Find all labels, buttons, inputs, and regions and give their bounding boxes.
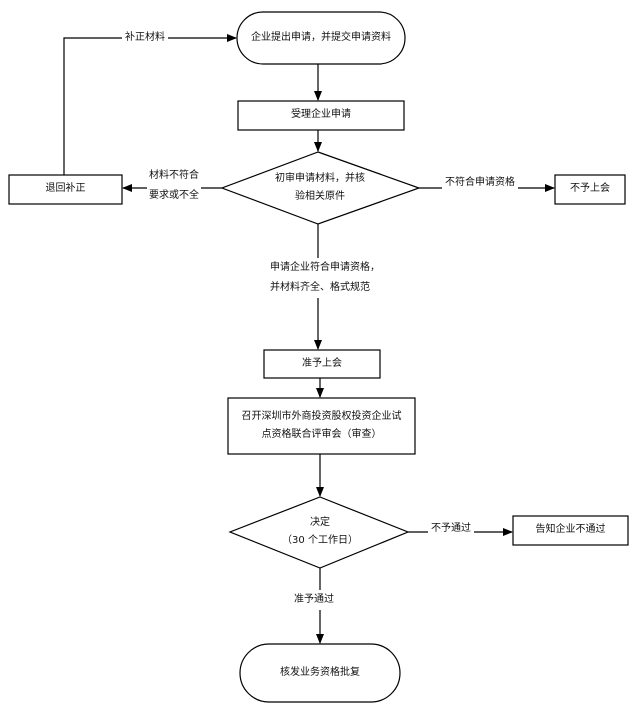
accept-node: 受理企业申请 [291,109,351,120]
arrow-return-to-start [63,34,237,175]
approve-meeting-box-shape [263,349,381,379]
meeting-box-shape [227,397,416,455]
notify-fail-box-shape [512,515,629,546]
edge-label-incomplete: 材料不符合 要求或不全 [147,166,201,206]
edge-label-not-qualified: 不符合申请资格 [442,173,518,193]
end-terminal-shape [239,643,401,703]
reject1-node: 不予上会 [570,183,610,194]
start-node: 企业提出申请，并提交申请资料 [251,32,391,43]
edge-label-supplement: 补正材料 [122,28,168,48]
return-node: 退回补正 [45,183,86,194]
start-terminal-shape [236,11,406,65]
approve-meeting-node: 准予上会 [302,358,342,369]
meeting-node: 召开深圳市外商投资股权投资企业试 点资格联合评审会（审查） [241,411,402,440]
edge-label-pass: 准予通过 [292,590,336,610]
edge-label-qualified: 申请企业符合申请资格， 并材料齐全、格式规范 [268,258,382,298]
edge-label-not-pass: 不予通过 [428,519,474,539]
reject1-box-shape [554,174,626,205]
accept-box-shape [237,100,405,131]
notify-fail-node: 告知企业不通过 [535,524,606,535]
end-node: 核发业务资格批复 [280,667,360,678]
decision-node: 决定 （30 个工作日） [282,517,358,546]
review-node: 初审申请材料，并核 验相关原件 [275,173,365,202]
